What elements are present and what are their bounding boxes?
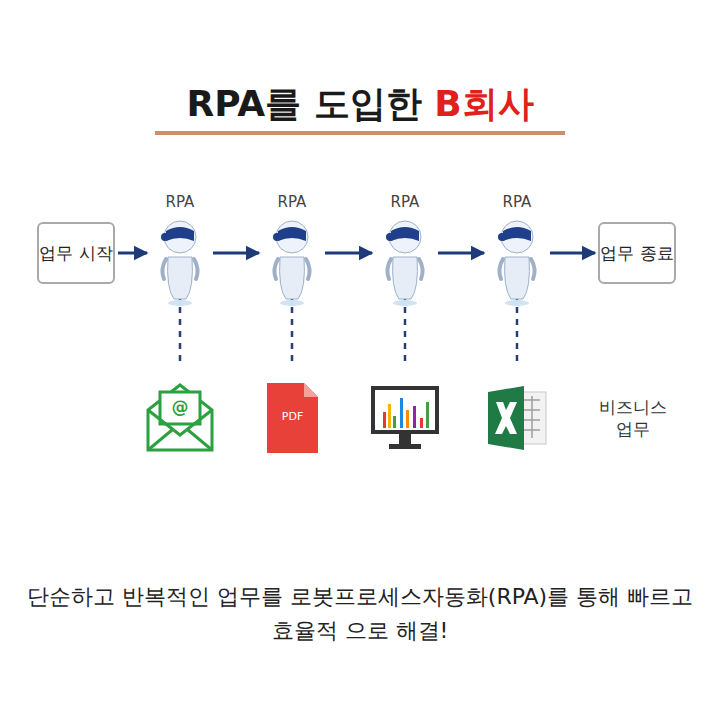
chart-monitor-icon xyxy=(373,388,437,449)
email-at: @ xyxy=(165,396,195,418)
flow-arrow xyxy=(550,252,595,255)
robot-label: RPA xyxy=(262,193,322,211)
pdf-icon xyxy=(267,383,318,453)
robot-node: RPA xyxy=(487,193,547,311)
process-box: 업무 종료 xyxy=(598,222,676,284)
box-text: 업무 종료 xyxy=(600,242,673,264)
flow-arrow xyxy=(118,252,147,255)
pdf-label: PDF xyxy=(267,410,318,424)
title-underline xyxy=(155,131,565,135)
robot-label: RPA xyxy=(375,193,435,211)
process-box: 업무 시작 xyxy=(37,222,115,284)
title: RPA를 도입한 B회사 xyxy=(0,80,720,129)
side-label: 비즈니스 업무 xyxy=(588,396,678,440)
excel-icon xyxy=(488,386,546,450)
robot-node: RPA xyxy=(150,193,210,311)
email-icon xyxy=(148,385,212,450)
robot-label: RPA xyxy=(487,193,547,211)
flow-arrow xyxy=(325,252,372,255)
flow-arrow xyxy=(213,252,259,255)
robot-label: RPA xyxy=(150,193,210,211)
leader-lines xyxy=(180,295,517,365)
caption: 단순하고 반복적인 업무를 로봇프로세스자동화(RPA)를 통해 빠르고 효율적… xyxy=(20,580,700,648)
robot-node: RPA xyxy=(375,193,435,311)
flow-arrow xyxy=(438,252,484,255)
robot-node: RPA xyxy=(262,193,322,311)
box-text: 업무 시작 xyxy=(39,242,112,264)
